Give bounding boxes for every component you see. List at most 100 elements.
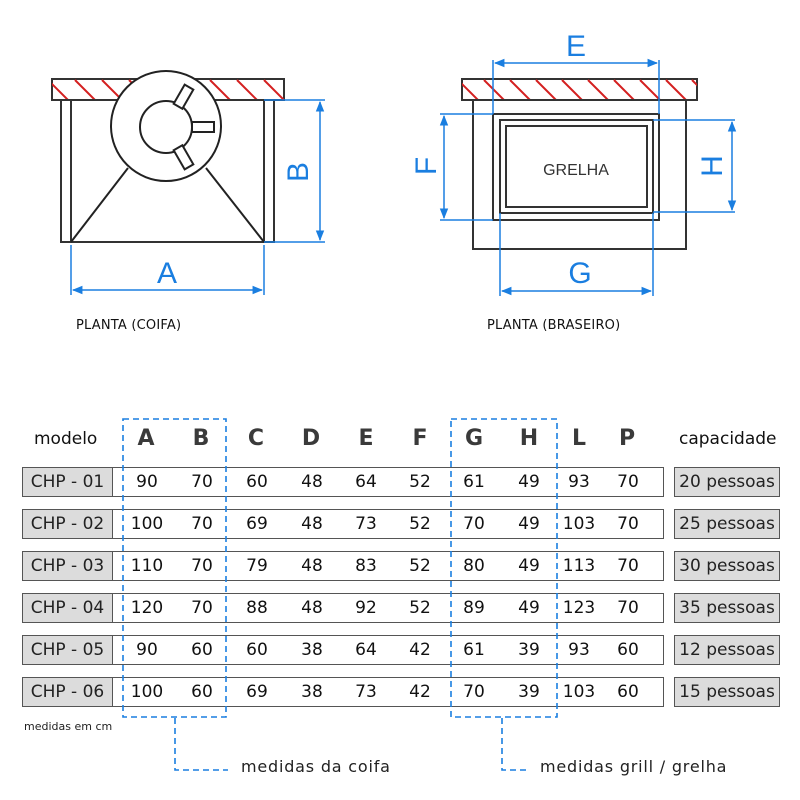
- value-cell-d: 48: [301, 598, 323, 618]
- value-cell-p: 60: [617, 682, 639, 702]
- model-cell: CHP - 05: [22, 635, 113, 665]
- value-cell-g: 61: [463, 472, 485, 492]
- value-cell-a: 100: [130, 514, 164, 534]
- value-cell-f: 52: [409, 514, 431, 534]
- value-cell-e: 64: [355, 472, 377, 492]
- value-cell-b: 70: [191, 514, 213, 534]
- braseiro-opening: [492, 113, 660, 221]
- braseiro-plan: GRELHA E F G H: [410, 30, 737, 296]
- value-cell-d: 48: [301, 556, 323, 576]
- header-l: L: [571, 426, 587, 451]
- dimension-label-b: B: [282, 162, 315, 182]
- header-d: D: [301, 426, 321, 451]
- value-cell-p: 70: [617, 472, 639, 492]
- value-cell-h: 39: [518, 640, 540, 660]
- dimension-f: F: [410, 113, 493, 221]
- value-cell-g: 70: [463, 514, 485, 534]
- dimension-label-f: F: [410, 157, 443, 175]
- value-cell-h: 49: [518, 556, 540, 576]
- value-cell-p: 70: [617, 598, 639, 618]
- grelha-label: GRELHA: [543, 162, 609, 179]
- value-cell-a: 90: [136, 472, 158, 492]
- dimension-h: H: [653, 119, 737, 213]
- value-cell-d: 38: [301, 640, 323, 660]
- value-cell-l: 93: [568, 472, 590, 492]
- dimension-g: G: [499, 213, 654, 296]
- value-cell-b: 60: [191, 682, 213, 702]
- coifa-leader-line: [174, 718, 228, 771]
- value-cell-f: 52: [409, 556, 431, 576]
- value-cell-d: 48: [301, 472, 323, 492]
- dimension-label-h: H: [696, 155, 729, 177]
- value-cell-a: 90: [136, 640, 158, 660]
- wall-hatch-right: [461, 78, 698, 101]
- value-cell-c: 69: [246, 682, 268, 702]
- model-cell: CHP - 06: [22, 677, 113, 707]
- caption-braseiro: PLANTA (BRASEIRO): [487, 318, 621, 333]
- dimension-a: A: [70, 245, 265, 295]
- value-cell-b: 70: [191, 472, 213, 492]
- value-cell-c: 79: [246, 556, 268, 576]
- braseiro-body: [472, 99, 687, 250]
- caption-coifa: PLANTA (COIFA): [76, 318, 182, 333]
- header-p: P: [618, 426, 636, 451]
- value-cell-c: 60: [246, 472, 268, 492]
- value-cell-g: 89: [463, 598, 485, 618]
- value-cell-f: 42: [409, 682, 431, 702]
- value-cell-l: 103: [562, 682, 596, 702]
- model-cell: CHP - 04: [22, 593, 113, 623]
- value-cell-e: 73: [355, 514, 377, 534]
- capacity-cell: 30 pessoas: [674, 551, 780, 581]
- header-capacidade: capacidade: [679, 429, 777, 449]
- model-cell: CHP - 02: [22, 509, 113, 539]
- value-cell-a: 100: [130, 682, 164, 702]
- value-cell-f: 42: [409, 640, 431, 660]
- value-cell-h: 39: [518, 682, 540, 702]
- coifa-plan: A B: [51, 70, 325, 295]
- values-box: 90 70 60 48 64 52 61 49 93 70: [112, 467, 664, 497]
- dimension-label-e: E: [566, 30, 586, 63]
- value-cell-f: 52: [409, 598, 431, 618]
- value-cell-l: 123: [562, 598, 596, 618]
- value-cell-p: 70: [617, 514, 639, 534]
- rotisserie-hub-icon: [139, 100, 193, 154]
- dimension-e: E: [492, 30, 660, 114]
- value-cell-a: 120: [130, 598, 164, 618]
- value-cell-c: 60: [246, 640, 268, 660]
- value-cell-e: 64: [355, 640, 377, 660]
- rotisserie-spokes-icon: [172, 83, 215, 171]
- value-cell-c: 88: [246, 598, 268, 618]
- grill-leader-line: [501, 718, 528, 771]
- grelha-grill: [505, 125, 648, 208]
- dimension-b: B: [264, 99, 325, 243]
- value-cell-d: 38: [301, 682, 323, 702]
- value-cell-b: 70: [191, 556, 213, 576]
- value-cell-l: 103: [562, 514, 596, 534]
- value-cell-f: 52: [409, 472, 431, 492]
- value-cell-e: 83: [355, 556, 377, 576]
- capacity-cell: 15 pessoas: [674, 677, 780, 707]
- legend-coifa: medidas da coifa: [241, 757, 391, 776]
- header-a: A: [137, 426, 155, 451]
- model-cell: CHP - 03: [22, 551, 113, 581]
- units-note: medidas em cm: [24, 720, 113, 733]
- value-cell-h: 49: [518, 472, 540, 492]
- header-e: E: [358, 426, 374, 451]
- header-modelo: modelo: [34, 429, 98, 449]
- value-cell-a: 110: [130, 556, 164, 576]
- value-cell-h: 49: [518, 514, 540, 534]
- capacity-cell: 35 pessoas: [674, 593, 780, 623]
- header-b: B: [192, 426, 210, 451]
- legend-grill: medidas grill / grelha: [540, 757, 728, 776]
- value-cell-l: 93: [568, 640, 590, 660]
- capacity-cell: 12 pessoas: [674, 635, 780, 665]
- value-cell-g: 80: [463, 556, 485, 576]
- header-f: F: [412, 426, 428, 451]
- header-c: C: [247, 426, 265, 451]
- dimension-label-g: G: [568, 257, 591, 290]
- value-cell-p: 70: [617, 556, 639, 576]
